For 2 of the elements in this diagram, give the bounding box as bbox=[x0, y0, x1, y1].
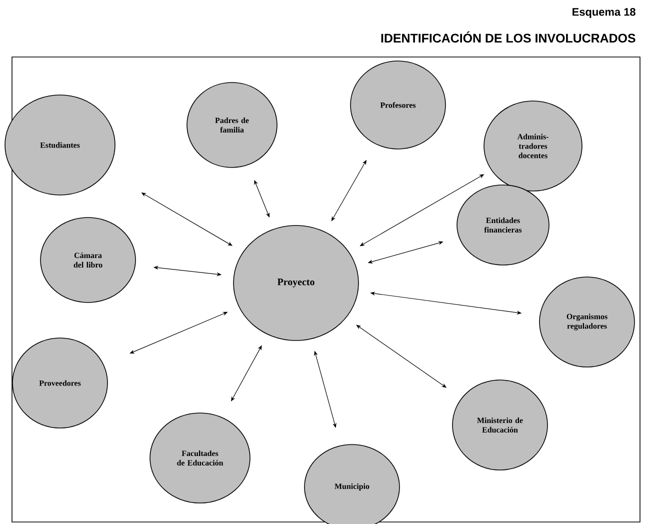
figure-number: Esquema 18 bbox=[572, 8, 636, 18]
title: IDENTIFICACIÓN DE LOS INVOLUCRADOS bbox=[381, 31, 636, 43]
